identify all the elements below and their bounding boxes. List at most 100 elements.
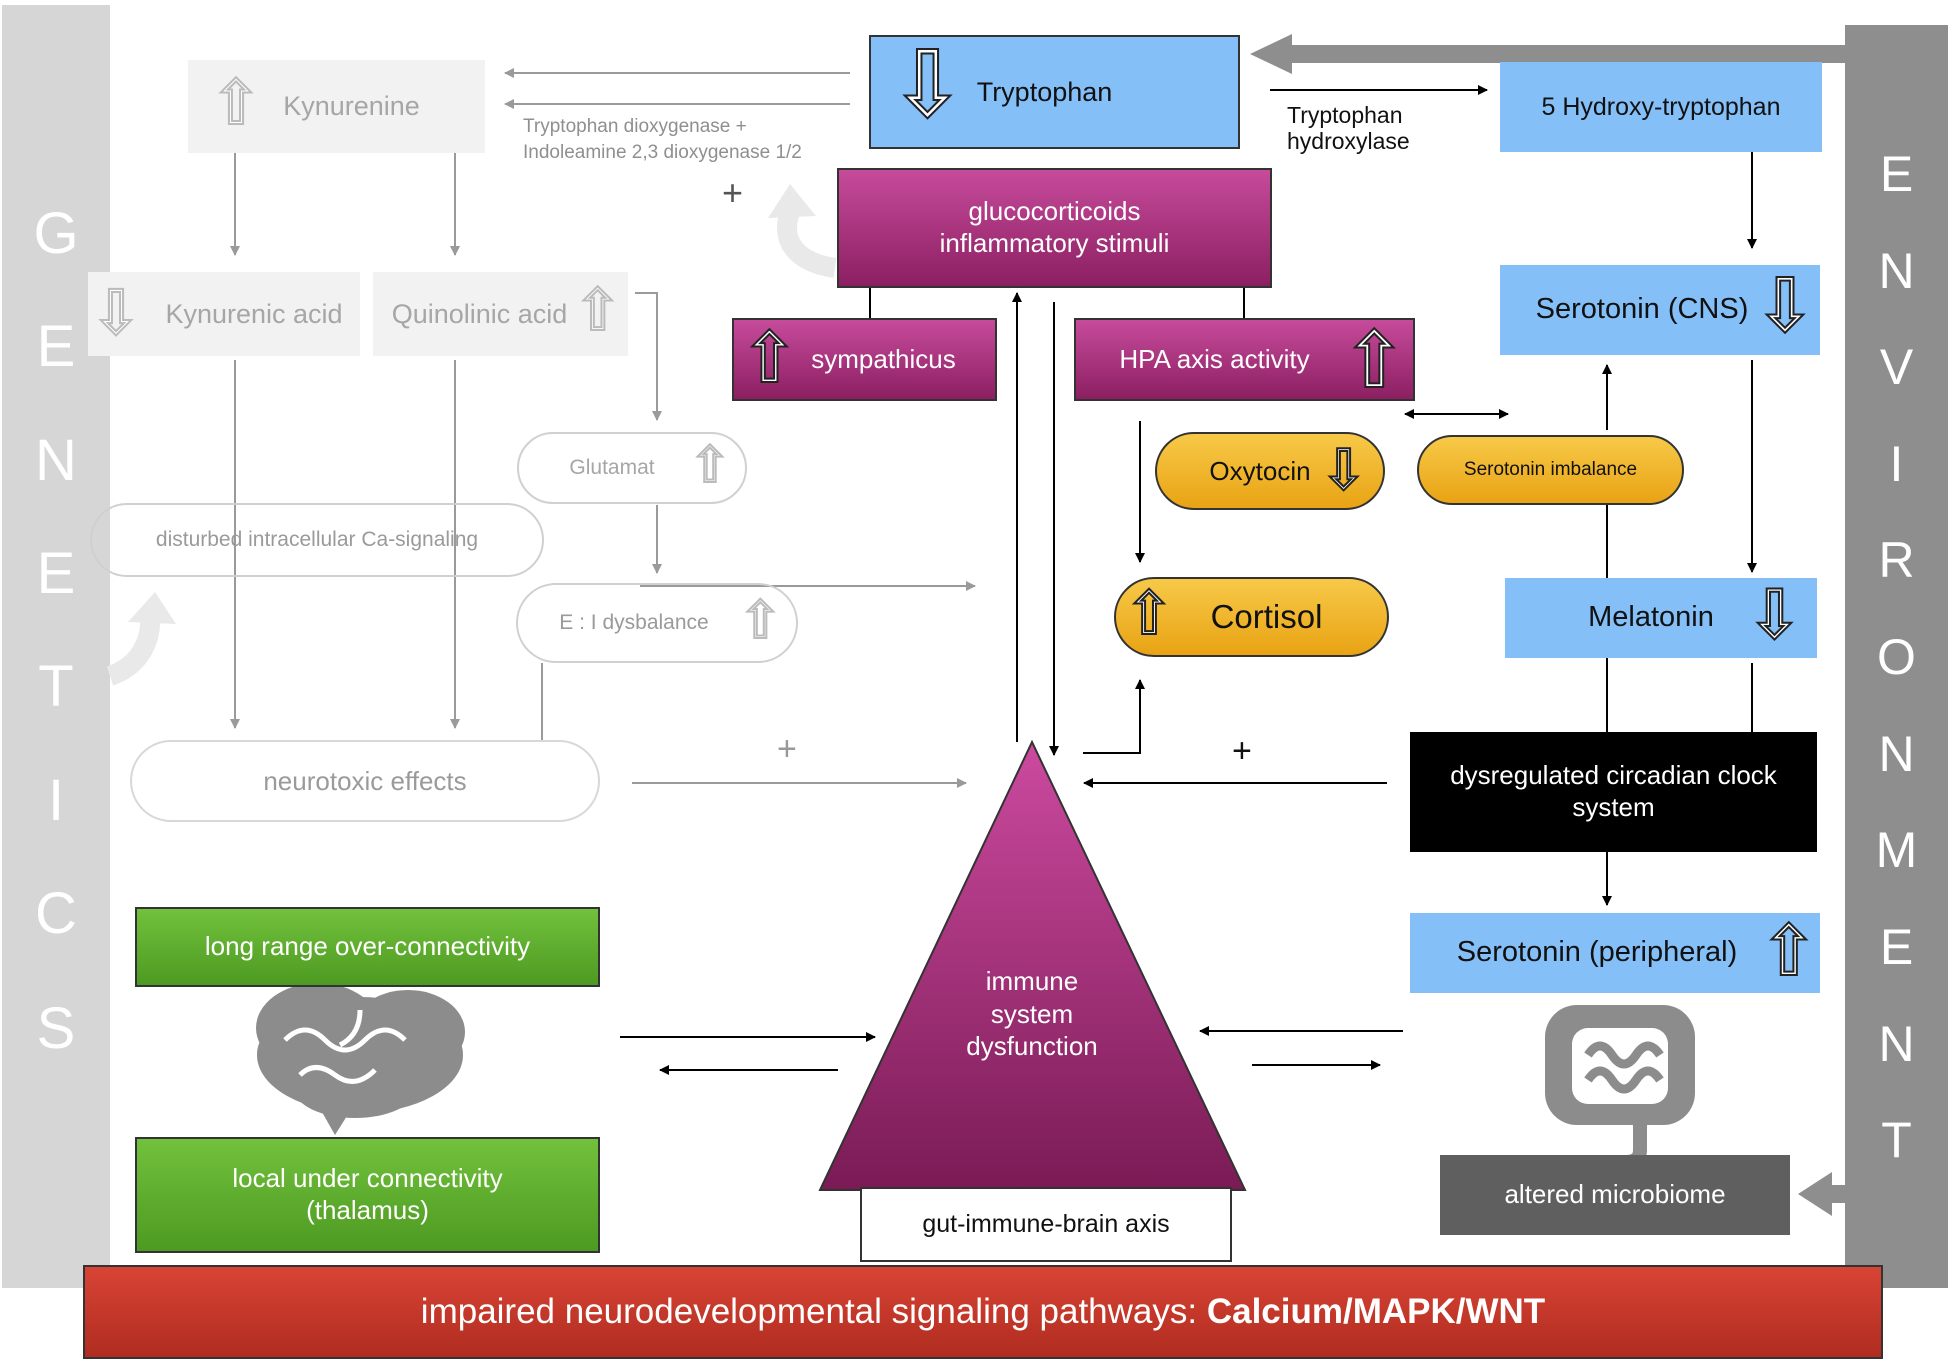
- environment-letter: N: [1878, 726, 1915, 782]
- serotonin-imbalance-label: Serotonin imbalance: [1463, 459, 1638, 480]
- oxytocin-label: Oxytocin: [1209, 455, 1311, 486]
- hpa-axis-label: HPA axis activity: [1119, 343, 1310, 374]
- melatonin-node: Melatonin ⇩: [1505, 577, 1817, 658]
- ei-dysbalance-node: E : I dysbalance ⇧: [516, 583, 798, 663]
- up-arrow-icon: ⇧: [1123, 580, 1175, 648]
- footer-bold: Calcium/MAPK/WNT: [1206, 1291, 1546, 1331]
- immune-line3: dysfunction: [966, 1031, 1098, 1061]
- hydroxytryptophan-node: 5 Hydroxy-tryptophan: [1500, 62, 1822, 152]
- environment-bar: E N V I R O N M E N T: [1845, 25, 1948, 1288]
- ca-signaling-label: disturbed intracellular Ca-signaling: [155, 528, 479, 551]
- environment-letter: T: [1881, 1112, 1912, 1168]
- tdo-ido-line2: Indoleamine 2,3 dioxygenase 1/2: [523, 141, 802, 163]
- genetics-letter: I: [47, 768, 65, 833]
- down-arrow-icon: ⇩: [89, 278, 143, 349]
- down-arrow-icon: ⇩: [1753, 264, 1817, 348]
- serotonin-peripheral-node: Serotonin (peripheral) ⇧: [1410, 912, 1820, 993]
- genetics-letter: E: [36, 314, 76, 379]
- tph-line1: Tryptophan: [1287, 102, 1403, 128]
- oxytocin-node: Oxytocin ⇩: [1155, 432, 1385, 510]
- gut-axis-label: gut-immune-brain axis: [922, 1210, 1170, 1239]
- sympathicus-label: sympathicus: [811, 343, 956, 374]
- local-under-line1: local under connectivity: [232, 1163, 503, 1194]
- cortisol-node: ⇧ Cortisol: [1114, 577, 1389, 657]
- quinolinic-acid-label: Quinolinic acid: [391, 298, 568, 329]
- glucocorticoids-node: glucocorticoids inflammatory stimuli: [837, 168, 1272, 288]
- genetics-letter: S: [36, 996, 76, 1061]
- up-arrow-icon: ⇧: [739, 319, 800, 397]
- glucocorticoids-line1: glucocorticoids: [968, 196, 1141, 227]
- down-arrow-icon: ⇩: [888, 34, 967, 136]
- neurotoxic-node: neurotoxic effects: [130, 740, 600, 822]
- plus-symbol: +: [1232, 732, 1252, 770]
- hydroxytryptophan-label: 5 Hydroxy-tryptophan: [1541, 92, 1781, 121]
- local-under-node: local under connectivity (thalamus): [135, 1137, 600, 1253]
- environment-letter: E: [1879, 919, 1914, 975]
- glutamat-node: Glutamat ⇧: [517, 432, 747, 504]
- tdo-ido-line1: Tryptophan dioxygenase +: [523, 116, 747, 137]
- environment-letter: M: [1875, 822, 1918, 878]
- cortisol-label: Cortisol: [1210, 598, 1323, 635]
- brain-icon: [256, 983, 465, 1135]
- genetics-letter: G: [33, 201, 79, 266]
- environment-letter: R: [1878, 532, 1915, 588]
- tdo-ido-label: Tryptophan dioxygenase + Indoleamine 2,3…: [523, 114, 802, 165]
- environment-letter: V: [1879, 339, 1914, 395]
- ei-dysbalance-label: E : I dysbalance: [559, 611, 709, 634]
- glutamat-label: Glutamat: [569, 456, 655, 479]
- up-arrow-icon: ⇧: [688, 436, 732, 494]
- circadian-line2: system: [1572, 792, 1655, 822]
- genetics-letter: C: [35, 881, 77, 946]
- hpa-axis-node: HPA axis activity ⇧: [1074, 316, 1415, 404]
- up-arrow-icon: ⇧: [572, 277, 623, 344]
- sympathicus-node: ⇧ sympathicus: [732, 318, 997, 401]
- plus-symbol: +: [722, 172, 744, 213]
- kynurenic-acid-node: ⇩ Kynurenic acid: [88, 272, 360, 356]
- environment-letter: I: [1889, 436, 1904, 492]
- up-arrow-icon: ⇧: [1758, 912, 1819, 991]
- tph-label: Tryptophan hydroxylase: [1287, 102, 1410, 155]
- serotonin-peripheral-label: Serotonin (peripheral): [1456, 936, 1738, 969]
- environment-letter: E: [1879, 146, 1914, 202]
- genetics-bar: G E N E T I C S: [2, 5, 110, 1288]
- long-range-label: long range over-connectivity: [204, 931, 531, 962]
- genetics-letter: N: [35, 428, 77, 493]
- serotonin-imbalance-node: Serotonin imbalance: [1417, 435, 1684, 505]
- footer-text: impaired neurodevelopmental signaling pa…: [421, 1291, 1545, 1334]
- long-range-node: long range over-connectivity: [135, 907, 600, 987]
- up-arrow-icon: ⇧: [209, 68, 263, 139]
- immune-label: immune system dysfunction: [912, 965, 1152, 1063]
- immune-line1: immune: [985, 966, 1079, 996]
- microbiome-node: altered microbiome: [1440, 1155, 1790, 1235]
- footer-regular: impaired neurodevelopmental signaling pa…: [420, 1291, 1207, 1331]
- environment-letter: N: [1878, 243, 1915, 299]
- glucocorticoids-line2: inflammatory stimuli: [939, 228, 1170, 258]
- kynurenine-label: Kynurenine: [283, 91, 420, 122]
- local-under-line2: (thalamus): [306, 1195, 429, 1225]
- neurotoxic-label: neurotoxic effects: [263, 765, 467, 796]
- circadian-line1: dysregulated circadian clock: [1450, 760, 1777, 791]
- up-arrow-icon: ⇧: [737, 591, 783, 651]
- microbiome-label: altered microbiome: [1504, 1179, 1726, 1210]
- down-arrow-icon: ⇩: [1745, 577, 1804, 654]
- environment-letter: O: [1877, 629, 1916, 685]
- up-arrow-icon: ⇧: [1341, 316, 1408, 404]
- kynurenine-node: ⇧ Kynurenine: [188, 60, 485, 153]
- melatonin-label: Melatonin: [1588, 601, 1714, 634]
- serotonin-cns-node: Serotonin (CNS) ⇩: [1500, 264, 1820, 355]
- genetics-letter: T: [38, 654, 74, 719]
- down-arrow-icon: ⇩: [1319, 437, 1368, 502]
- plus-symbol: +: [777, 730, 797, 768]
- tryptophan-label: Tryptophan: [976, 76, 1113, 107]
- ca-signaling-node: disturbed intracellular Ca-signaling: [90, 503, 544, 577]
- gut-axis-node: gut-immune-brain axis: [860, 1187, 1232, 1262]
- serotonin-cns-label: Serotonin (CNS): [1535, 293, 1749, 326]
- kynurenic-acid-label: Kynurenic acid: [165, 298, 343, 329]
- tryptophan-node: ⇩ Tryptophan: [869, 35, 1240, 149]
- environment-to-microbiome-arrow: [1798, 1172, 1848, 1216]
- circadian-node: dysregulated circadian clock system: [1410, 732, 1817, 852]
- tph-line2: hydroxylase: [1287, 128, 1410, 155]
- immune-line2: system: [990, 998, 1074, 1029]
- signaling-footer: impaired neurodevelopmental signaling pa…: [83, 1265, 1883, 1359]
- curved-arrow-icon: [777, 208, 837, 278]
